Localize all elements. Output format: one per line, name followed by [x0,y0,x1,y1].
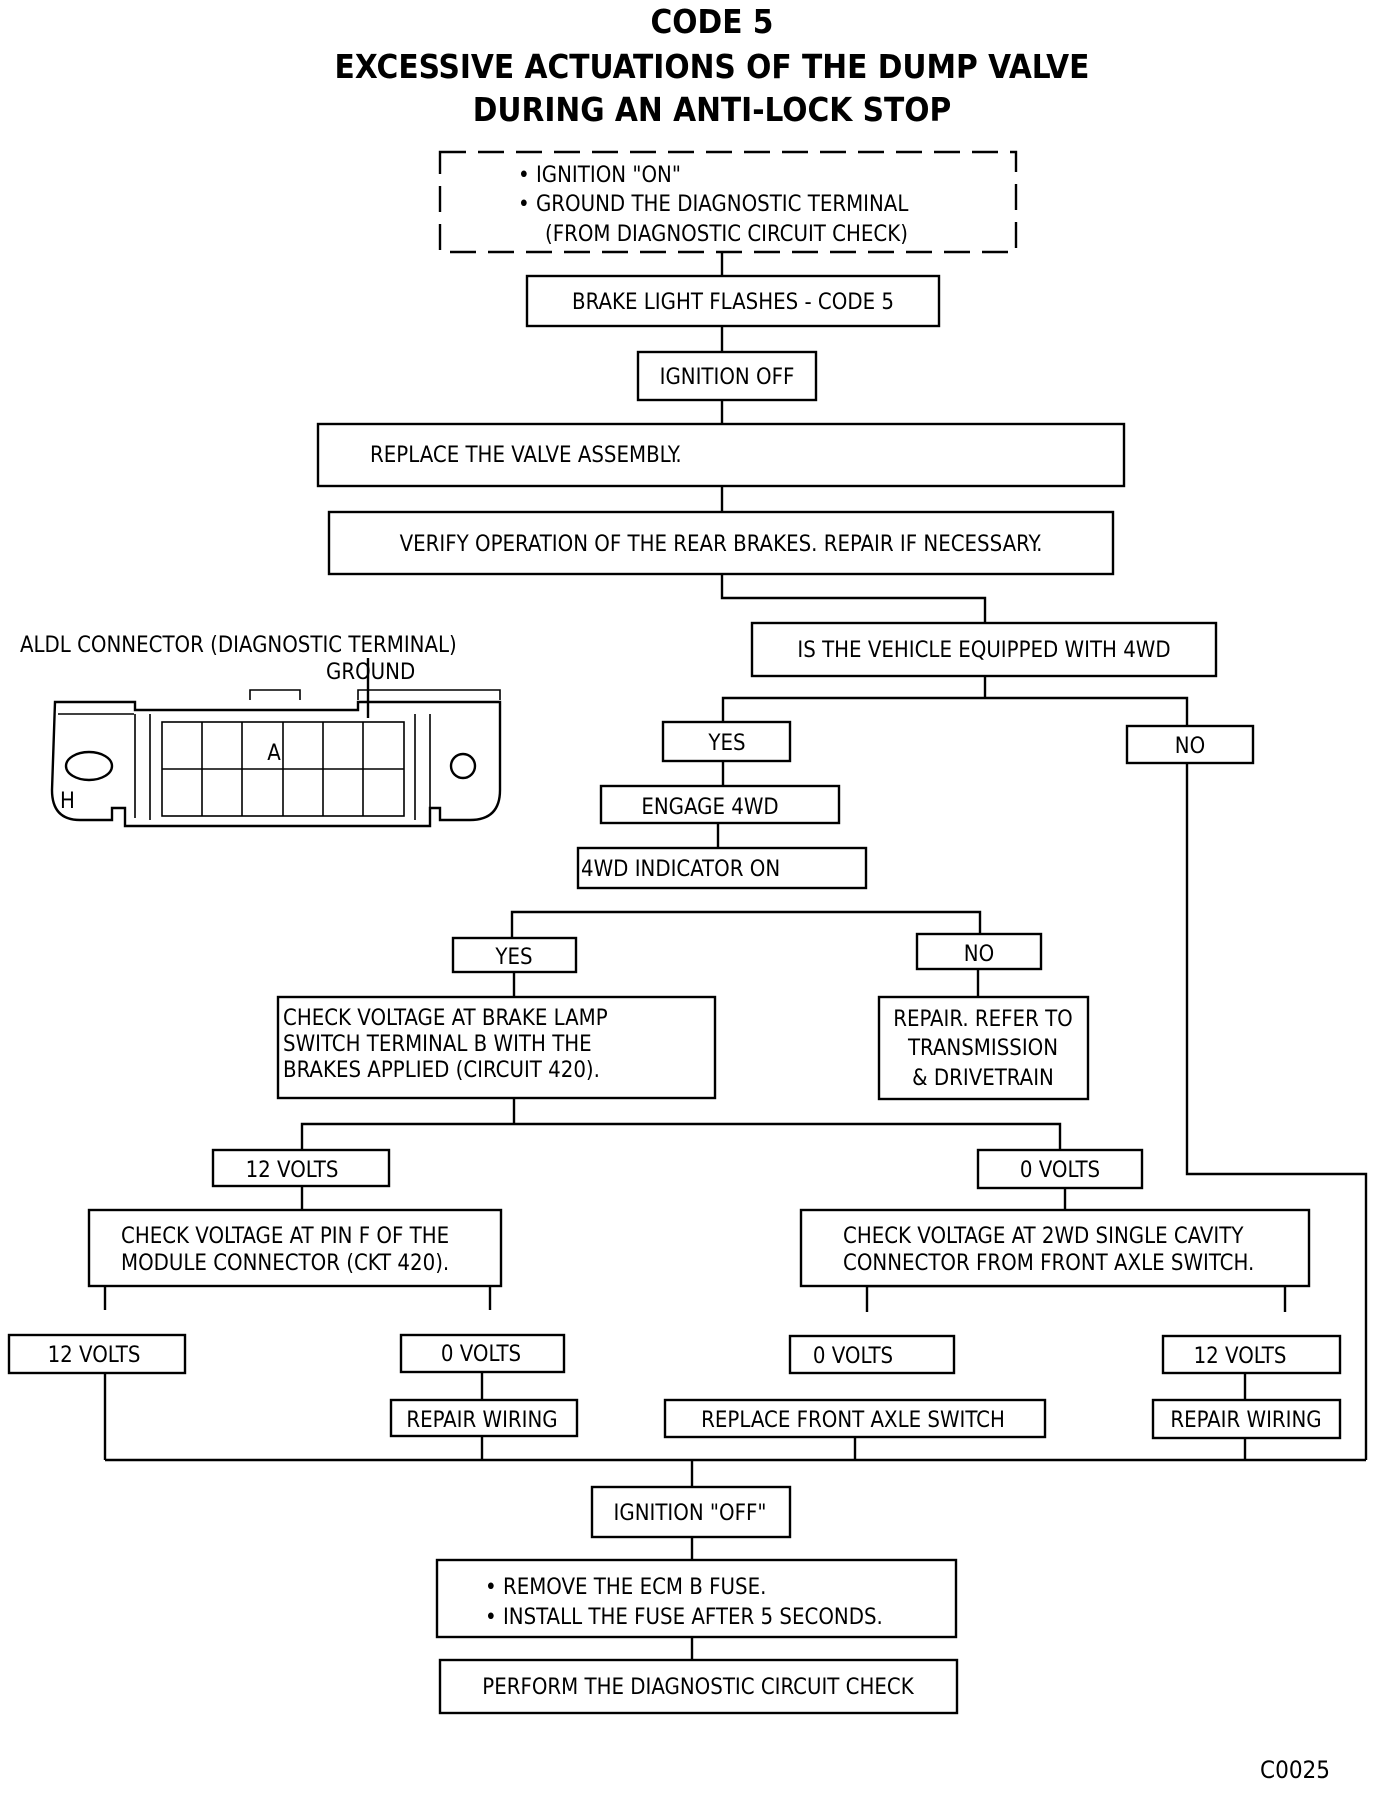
box-brake-light-label: BRAKE LIGHT FLASHES - CODE 5 [572,290,894,315]
ground-label: GROUND [326,660,415,685]
box-engage-4wd-label: ENGAGE 4WD [641,795,778,820]
pin-h-label: H [60,789,75,814]
box-perform-check: PERFORM THE DIAGNOSTIC CIRCUIT CHECK [438,1658,959,1715]
box-12-volts-brake-lamp: 12 VOLTS [211,1148,391,1188]
box-check-pin-f-line-1: CHECK VOLTAGE AT PIN F OF THE [121,1224,449,1249]
connector-key-oval [64,750,114,782]
box-check-pin-f-line-2: MODULE CONNECTOR (CKT 420). [121,1251,449,1276]
box-0-volts-2wd: 0 VOLTS [788,1334,956,1375]
box-check-2wd-line-2: CONNECTOR FROM FRONT AXLE SWITCH. [843,1251,1254,1276]
box-indicator-on: 4WD INDICATOR ON [576,846,868,890]
box-0-volts-pin-f: 0 VOLTS [399,1333,566,1374]
box-verify-brakes-label: VERIFY OPERATION OF THE REAR BRAKES. REP… [400,532,1043,557]
box-repair-wiring-2-label: REPAIR WIRING [1170,1408,1321,1433]
title-line-2: EXCESSIVE ACTUATIONS OF THE DUMP VALVE [335,47,1090,86]
box-repair-refer-line-1: REPAIR. REFER TO [893,1007,1073,1032]
box-ignition-off-2: IGNITION "OFF" [590,1485,792,1539]
start-line-2: • GROUND THE DIAGNOSTIC TERMINAL [518,192,908,217]
box-no-4wd-label: NO [1175,734,1205,759]
box-0-volts-2wd-label: 0 VOLTS [813,1344,893,1369]
box-check-brake-lamp-line-1: CHECK VOLTAGE AT BRAKE LAMP [283,1006,608,1031]
title-line-3: DURING AN ANTI-LOCK STOP [473,90,952,129]
box-remove-fuse-line-2: • INSTALL THE FUSE AFTER 5 SECONDS. [485,1605,883,1630]
box-check-2wd: CHECK VOLTAGE AT 2WD SINGLE CAVITY CONNE… [799,1208,1311,1288]
box-ignition-off-2-label: IGNITION "OFF" [614,1501,767,1526]
box-12-volts-2wd-label: 12 VOLTS [1194,1344,1287,1369]
connector-mount-hole [449,752,477,780]
box-yes-4wd: YES [661,720,792,763]
box-0-volts-pin-f-label: 0 VOLTS [441,1342,521,1367]
box-ignition-off: IGNITION OFF [636,350,818,402]
box-check-brake-lamp: CHECK VOLTAGE AT BRAKE LAMP SWITCH TERMI… [276,995,717,1100]
box-is-4wd-label: IS THE VEHICLE EQUIPPED WITH 4WD [797,638,1170,663]
figure-id: C0025 [1260,1756,1330,1784]
connector-line [865,1284,1287,1312]
box-yes-indicator-label: YES [494,945,532,970]
dashed-frame [438,150,1018,254]
connector-tab [249,689,301,700]
box-12-volts-2wd: 12 VOLTS [1161,1334,1342,1375]
box-repair-wiring-1: REPAIR WIRING [389,1398,579,1438]
box-check-brake-lamp-line-3: BRAKES APPLIED (CIRCUIT 420). [283,1058,600,1083]
box-remove-fuse-line-1: • REMOVE THE ECM B FUSE. [485,1575,766,1600]
box-no-indicator-label: NO [964,942,994,967]
start-conditions-box: • IGNITION "ON" • GROUND THE DIAGNOSTIC … [438,150,1018,254]
box-no-indicator: NO [915,932,1043,971]
box-verify-brakes: VERIFY OPERATION OF THE REAR BRAKES. REP… [327,510,1115,576]
box-remove-fuse: • REMOVE THE ECM B FUSE. • INSTALL THE F… [435,1558,958,1639]
box-12-volts-pin-f-label: 12 VOLTS [48,1343,141,1368]
box-yes-indicator: YES [451,936,578,974]
box-ignition-off-label: IGNITION OFF [660,365,795,390]
pin-a-label: A [267,741,281,766]
box-indicator-on-label: 4WD INDICATOR ON [581,857,780,882]
start-line-1: • IGNITION "ON" [518,163,681,188]
start-line-3: (FROM DIAGNOSTIC CIRCUIT CHECK) [545,222,908,247]
title-line-1: CODE 5 [651,2,774,41]
box-repair-refer: REPAIR. REFER TO TRANSMISSION & DRIVETRA… [877,995,1090,1101]
box-0-volts-brake-lamp: 0 VOLTS [976,1148,1144,1190]
connector-housing [50,700,502,828]
box-repair-wiring-2: REPAIR WIRING [1151,1398,1342,1440]
connector-line [300,1122,1062,1150]
connector-line [720,574,987,623]
box-12-volts-brake-lamp-label: 12 VOLTS [246,1158,339,1183]
box-perform-check-label: PERFORM THE DIAGNOSTIC CIRCUIT CHECK [482,1675,914,1700]
box-no-4wd: NO [1125,724,1255,765]
box-check-pin-f: CHECK VOLTAGE AT PIN F OF THE MODULE CON… [87,1208,503,1288]
aldl-connector: ALDL CONNECTOR (DIAGNOSTIC TERMINAL) GRO… [20,633,502,828]
box-check-brake-lamp-line-2: SWITCH TERMINAL B WITH THE [283,1032,592,1057]
box-brake-light: BRAKE LIGHT FLASHES - CODE 5 [525,274,941,328]
connector-line [103,1282,492,1310]
aldl-connector-label: ALDL CONNECTOR (DIAGNOSTIC TERMINAL) [20,633,457,658]
box-is-4wd: IS THE VEHICLE EQUIPPED WITH 4WD [750,621,1218,678]
box-yes-4wd-label: YES [707,731,745,756]
box-replace-axle-switch-label: REPLACE FRONT AXLE SWITCH [701,1408,1005,1433]
box-repair-refer-line-2: TRANSMISSION [907,1036,1058,1061]
connector-line [721,696,1189,726]
box-0-volts-brake-lamp-label: 0 VOLTS [1020,1158,1100,1183]
box-replace-valve-label: REPLACE THE VALVE ASSEMBLY. [370,443,682,468]
box-replace-valve: REPLACE THE VALVE ASSEMBLY. [316,422,1126,488]
connector-line [1185,763,1368,1460]
box-engage-4wd: ENGAGE 4WD [599,784,841,825]
box-12-volts-pin-f: 12 VOLTS [7,1333,187,1375]
connector-line [510,910,982,938]
box-repair-refer-line-3: & DRIVETRAIN [912,1066,1054,1091]
box-repair-wiring-1-label: REPAIR WIRING [406,1408,557,1433]
box-replace-axle-switch: REPLACE FRONT AXLE SWITCH [663,1398,1047,1439]
connector-latch [357,689,501,700]
box-check-2wd-line-1: CHECK VOLTAGE AT 2WD SINGLE CAVITY [843,1224,1244,1249]
